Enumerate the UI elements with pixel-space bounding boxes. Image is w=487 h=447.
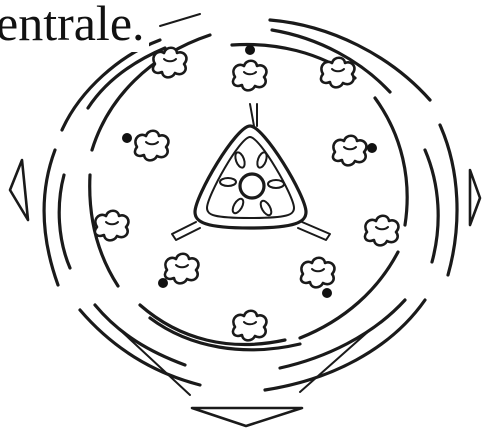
- dot: [322, 288, 332, 298]
- caption-text: entrale.: [0, 0, 149, 52]
- ovary: [172, 104, 330, 240]
- dot: [158, 278, 168, 288]
- anther: [233, 311, 266, 341]
- anther: [233, 61, 266, 91]
- dot: [122, 133, 132, 143]
- anther: [95, 211, 128, 241]
- anther: [333, 136, 366, 166]
- anther: [135, 131, 168, 161]
- anther: [301, 258, 334, 288]
- anther: [321, 58, 354, 88]
- dot: [245, 45, 255, 55]
- anther: [165, 254, 198, 284]
- dot: [367, 143, 377, 153]
- anther: [365, 216, 398, 246]
- anther: [153, 48, 186, 78]
- stamen-whorl: [95, 45, 398, 340]
